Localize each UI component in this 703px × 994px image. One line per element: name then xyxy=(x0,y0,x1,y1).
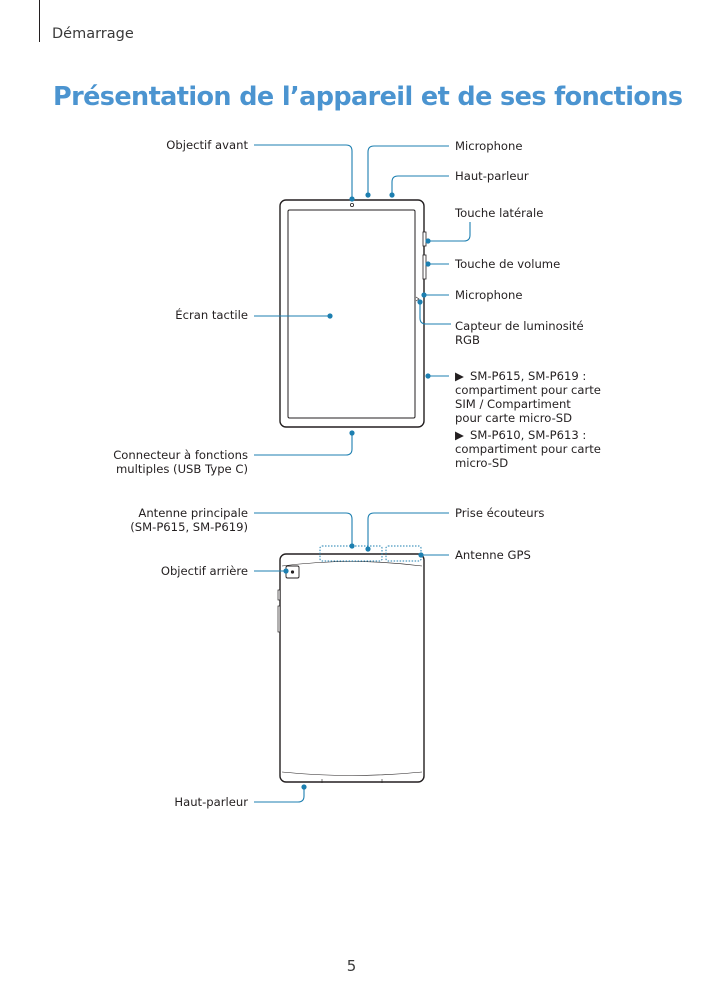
page-title: Présentation de l’appareil et de ses fon… xyxy=(53,82,683,112)
callout-light-sensor xyxy=(419,302,451,325)
label-side-key: Touche latérale xyxy=(455,206,544,220)
label-speaker-top: Haut-parleur xyxy=(455,169,529,183)
label-tray2-line1: SM-P610, SM-P613 : xyxy=(470,428,587,442)
label-light-sensor-line1: Capteur de luminosité xyxy=(455,319,584,333)
label-speaker-bottom: Haut-parleur xyxy=(174,795,248,809)
callout-microphone-top xyxy=(367,145,449,195)
label-tray2-line2: compartiment pour carte xyxy=(455,442,601,456)
label-tray1-line3: SIM / Compartiment xyxy=(455,397,571,411)
label-light-sensor-line2: RGB xyxy=(455,333,480,347)
label-tray1-line2: compartiment pour carte xyxy=(455,383,601,397)
callout-main-antenna xyxy=(254,512,353,546)
label-tray1-line1: SM-P615, SM-P619 : xyxy=(470,369,587,383)
label-rear-camera: Objectif arrière xyxy=(160,564,248,578)
label-tray1-line4: pour carte micro-SD xyxy=(455,411,573,425)
callout-side-key xyxy=(428,222,471,242)
back-device-illustration xyxy=(277,553,425,783)
label-volume-key: Touche de volume xyxy=(455,257,561,271)
label-microphone-side: Microphone xyxy=(455,288,523,302)
header-rule xyxy=(39,0,40,42)
callout-speaker-top xyxy=(391,175,449,195)
label-usb-line1: Connecteur à fonctions xyxy=(113,448,248,462)
label-microphone-top: Microphone xyxy=(455,139,523,153)
label-gps-antenna: Antenne GPS xyxy=(455,548,531,562)
section-header: Démarrage xyxy=(52,26,134,42)
callout-dots xyxy=(283,192,431,790)
callout-earphone-jack xyxy=(367,512,449,549)
callout-front-camera xyxy=(254,144,353,199)
label-main-antenna-line2: (SM-P615, SM-P619) xyxy=(130,520,248,534)
label-earphone-jack: Prise écouteurs xyxy=(455,506,545,520)
label-tray2-line3: micro-SD xyxy=(455,456,509,470)
main-antenna-zone xyxy=(319,545,383,562)
bullet-icon: ▶ xyxy=(455,428,464,442)
callout-speaker-bottom xyxy=(254,787,305,803)
bullet-icon: ▶ xyxy=(455,369,464,383)
label-touchscreen: Écran tactile xyxy=(175,308,248,322)
callout-usb xyxy=(254,433,353,456)
page-number: 5 xyxy=(346,957,357,975)
label-usb-line2: multiples (USB Type C) xyxy=(115,462,248,476)
front-device-illustration xyxy=(279,199,427,428)
label-front-camera: Objectif avant xyxy=(166,138,248,152)
label-main-antenna-line1: Antenne principale xyxy=(138,506,248,520)
